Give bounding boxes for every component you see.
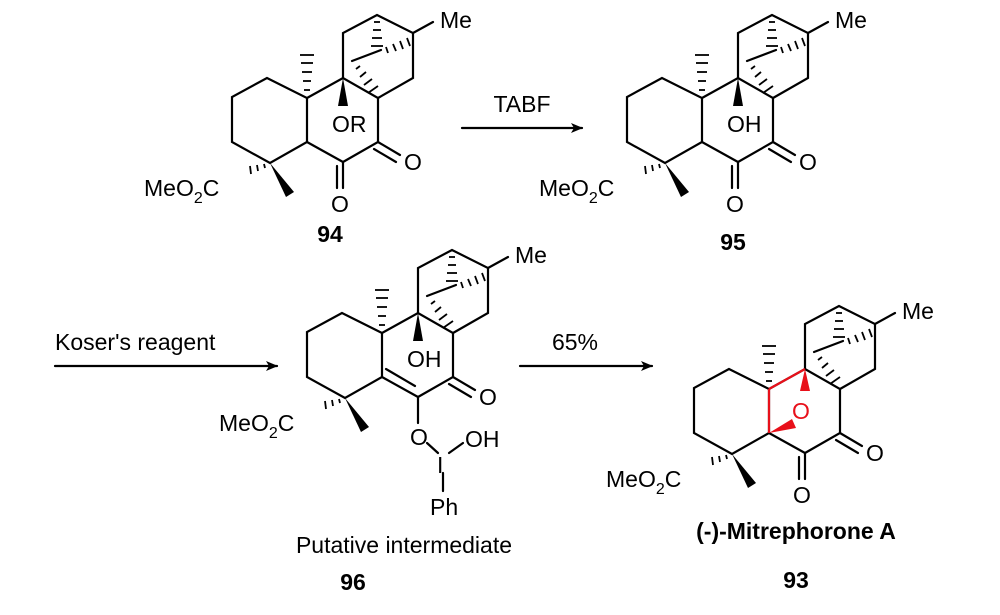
compound-95: Me OH O O MeO2C 95 bbox=[539, 7, 867, 255]
ester-group: MeO2C bbox=[539, 175, 614, 207]
reaction-arrow-3: 65% bbox=[518, 329, 654, 371]
atom-o: O bbox=[793, 482, 811, 508]
compound-94: Me OR O O MeO2C 94 bbox=[144, 7, 472, 247]
atom-me: Me bbox=[515, 242, 547, 268]
atom-o: O bbox=[866, 440, 884, 466]
reaction-arrow-1: TABF bbox=[460, 91, 584, 133]
ester-group: MeO2C bbox=[606, 466, 681, 498]
reagent-label: Koser's reagent bbox=[55, 329, 216, 355]
compound-label: 95 bbox=[720, 229, 746, 255]
atom-o: O bbox=[479, 384, 497, 410]
atom-o: O bbox=[410, 424, 428, 450]
atom-o-bridge: O bbox=[792, 398, 810, 424]
atom-or: OR bbox=[332, 111, 367, 137]
atom-me: Me bbox=[835, 7, 867, 33]
compound-label: 94 bbox=[317, 221, 343, 247]
ester-group: MeO2C bbox=[219, 410, 294, 442]
atom-me: Me bbox=[902, 298, 934, 324]
atom-o: O bbox=[331, 191, 349, 217]
atom-oh: OH bbox=[407, 346, 442, 372]
reagent-label: TABF bbox=[493, 91, 550, 117]
atom-o: O bbox=[799, 149, 817, 175]
atom-oh: OH bbox=[727, 111, 762, 137]
compound-93: O Me O O MeO2C (-)-Mitrephorone A 93 bbox=[606, 298, 934, 593]
atom-me: Me bbox=[440, 7, 472, 33]
yield-label: 65% bbox=[552, 329, 598, 355]
compound-label: 93 bbox=[783, 567, 809, 593]
compound-caption: Putative intermediate bbox=[296, 532, 512, 558]
atom-iodine: I bbox=[437, 452, 443, 478]
atom-ph: Ph bbox=[430, 494, 458, 520]
ester-group: MeO2C bbox=[144, 175, 219, 207]
reaction-arrow-2: Koser's reagent bbox=[53, 329, 279, 371]
compound-label: 96 bbox=[340, 569, 366, 595]
compound-96: Me OH O O I OH Ph MeO2C Putative interme… bbox=[219, 242, 547, 595]
atom-o: O bbox=[404, 149, 422, 175]
atom-o: O bbox=[726, 191, 744, 217]
compound-name: (-)-Mitrephorone A bbox=[696, 518, 896, 544]
wedge-bond bbox=[338, 78, 348, 106]
atom-oh: OH bbox=[465, 426, 500, 452]
